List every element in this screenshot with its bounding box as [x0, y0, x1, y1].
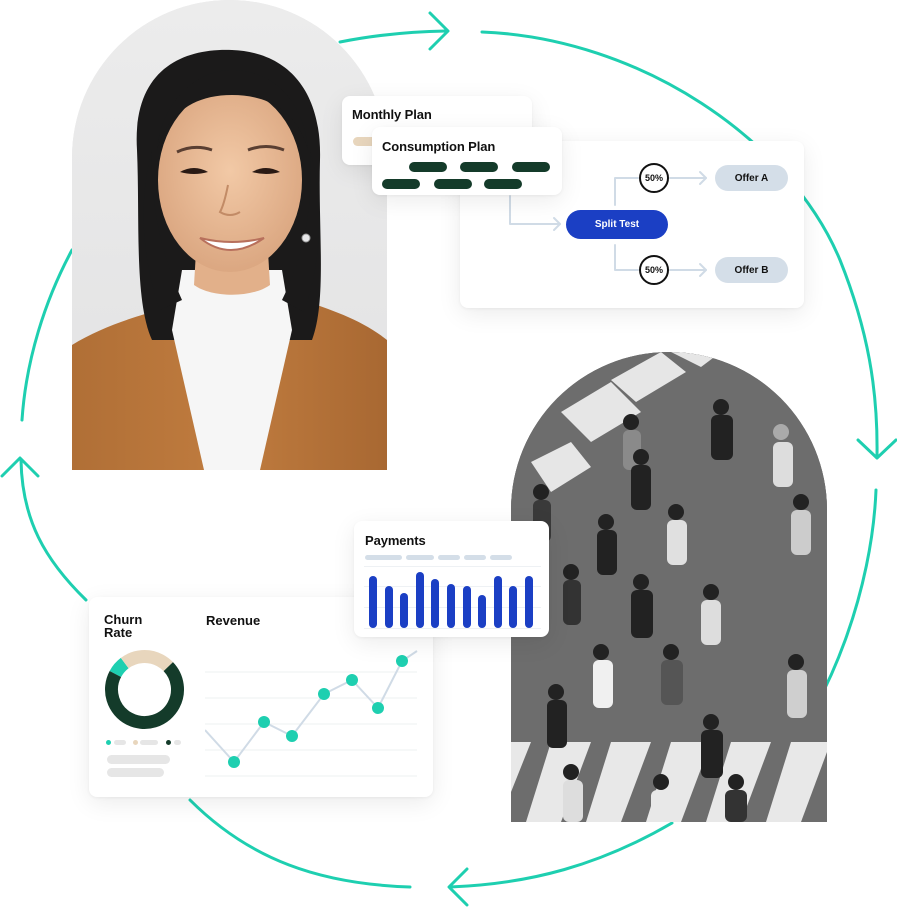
split-test-button[interactable]: Split Test [566, 210, 668, 239]
payments-legend-pill [406, 555, 434, 560]
revenue-point [346, 674, 358, 686]
payments-bar [525, 576, 533, 628]
payments-bar [415, 572, 424, 628]
revenue-point [372, 702, 384, 714]
payments-gridline [364, 628, 541, 629]
payments-bar [447, 584, 455, 628]
payments-card: Payments [354, 521, 549, 637]
consumption-usage-bar [512, 162, 550, 172]
consumption-usage-bar [460, 162, 498, 172]
consumption-usage-bar [382, 179, 420, 189]
crowd-photo [511, 352, 827, 822]
payments-bar [369, 576, 377, 628]
revenue-line [205, 650, 418, 764]
consumption-plan-card[interactable]: Consumption Plan [372, 127, 562, 195]
offer-a-node[interactable]: Offer A [715, 165, 788, 191]
monthly-plan-title: Monthly Plan [352, 107, 432, 122]
revenue-point [318, 688, 330, 700]
donut-segment [105, 650, 184, 729]
consumption-usage-bar [434, 179, 472, 189]
payments-gridline [364, 566, 541, 567]
payments-bar [384, 586, 393, 628]
cycle-arc-upper-left [20, 248, 74, 422]
branch-b-percent: 50% [639, 255, 669, 285]
payments-legend-pill [490, 555, 512, 560]
cycle-arc-bottom [448, 821, 674, 889]
branch-a-percent: 50% [639, 163, 669, 193]
donut-segment [105, 650, 184, 729]
consumption-plan-title: Consumption Plan [382, 139, 496, 154]
revenue-point [258, 716, 270, 728]
legend-dot-beige [133, 740, 138, 745]
offer-b-node[interactable]: Offer B [715, 257, 788, 283]
arrow-down-icon [856, 438, 897, 460]
payments-bar [478, 595, 487, 628]
churn-text-placeholder [107, 768, 164, 777]
legend-label-placeholder [140, 740, 158, 745]
revenue-title: Revenue [206, 613, 261, 628]
legend-dot-dark [166, 740, 171, 745]
payments-bar [493, 576, 502, 628]
churn-text-placeholder [107, 755, 170, 764]
consumption-usage-bar [484, 179, 522, 189]
revenue-line-chart [205, 650, 418, 777]
churn-donut-chart [105, 650, 184, 729]
revenue-point [396, 655, 408, 667]
legend-dot-teal [106, 740, 111, 745]
consumption-usage-bar [409, 162, 447, 172]
legend-label-placeholder [114, 740, 126, 745]
churn-revenue-card: Churn Rate Revenue [89, 597, 433, 797]
payments-bar [509, 586, 518, 628]
cycle-arc-left [19, 458, 88, 602]
payments-bar [462, 586, 471, 628]
payments-legend-pill [464, 555, 486, 560]
arrow-up-icon [0, 456, 40, 478]
payments-legend-pill [365, 555, 402, 560]
payments-bar [431, 579, 440, 628]
portrait-photo [72, 0, 387, 470]
revenue-point [228, 756, 240, 768]
churn-rate-title: Churn Rate [104, 612, 143, 640]
cycle-arc-bottom-left [188, 798, 412, 889]
payments-legend-pill [438, 555, 460, 560]
arrow-left-icon [447, 867, 469, 907]
legend-label-placeholder [174, 740, 181, 745]
payments-bar [400, 593, 409, 628]
revenue-point [286, 730, 298, 742]
payments-title: Payments [365, 533, 426, 548]
arrow-right-icon [428, 11, 450, 51]
cycle-arc-top-left [338, 29, 448, 44]
